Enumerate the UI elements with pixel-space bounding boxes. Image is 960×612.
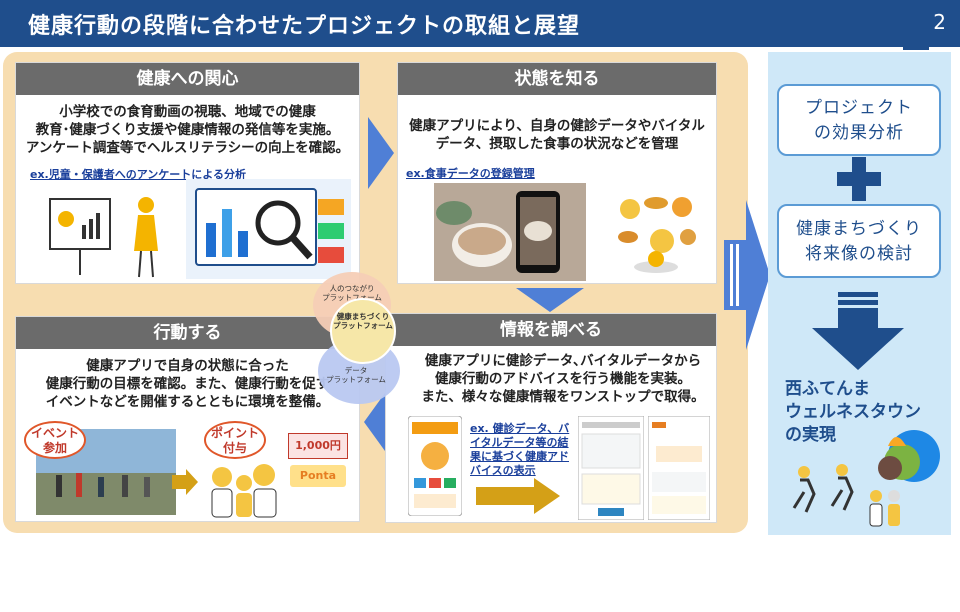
advice-screen-2 [648,416,710,520]
meal-photo [434,183,586,281]
point-card: 1,000円 [288,433,348,459]
example-link[interactable]: ex.食事データの登録管理 [406,167,535,180]
card-title: 健康への関心 [16,63,359,95]
header-accent-bar [903,47,929,50]
flow-arrow-down [516,288,584,312]
flow-arrow-right [368,117,394,189]
people-platform-label: 人のつながり プラットフォーム [322,284,382,302]
food-icons-illustration [618,197,696,273]
ponta-card: Ponta [290,465,346,487]
runners-illustration [792,464,854,513]
card-know-status: 状態を知る 健康アプリにより、自身の健診データやバイタル データ、摂取した食事の… [397,62,717,284]
example-link[interactable]: ex. 健診データ、バ イタルデータ等の結 果に基づく健康アド バイスの表示 [470,422,570,477]
wellness-town-logo [878,430,940,482]
card-research-info: 情報を調べる 健康アプリに健診データ､バイタルデータから 健康行動のアドバイスを… [385,313,717,523]
wellness-town-vision: 西ふてんま ウェルネスタウン の実現 [785,379,921,445]
card-take-action: 行動する 健康アプリで自身の状態に合った 健康行動の目標を確認。また、健康行動を… [15,316,360,522]
app-screenshot [408,416,462,516]
card-description: 健康アプリで自身の状態に合った 健康行動の目標を確認。また、健康行動を促す イベ… [45,358,330,410]
plus-icon-vertical [852,157,866,201]
effect-analysis-box: プロジェクト の効果分析 [777,84,941,156]
example-link[interactable]: ex.児童・保護者へのアンケートによる分析 [30,168,246,181]
slide-title: 健康行動の段階に合わせたプロジェクトの取組と展望 [28,14,581,39]
card-description: 小学校での食育動画の視聴、地域での健康 教育･健康づくり支援や健康情報の発信等を… [25,104,350,156]
big-arrow-right-icon [476,478,560,514]
outcome-arrow-icon [724,200,770,350]
family-illustration [211,464,277,518]
presentation-illustration [49,197,158,278]
data-platform-label: データ プラットフォーム [326,366,386,384]
future-vision-box: 健康まちづくり 将来像の検討 [777,204,941,278]
health-town-platform-label: 健康まちづくり プラットフォーム [333,312,393,330]
health-town-platform-circle [330,298,396,364]
event-photo [36,429,176,515]
analytics-illustration [186,179,351,279]
down-arrow-icon [812,292,904,370]
advice-screen-1 [578,416,644,520]
card-title: 状態を知る [398,63,716,95]
point-award-badge: ポイント 付与 [204,421,266,459]
arrow-right-icon [172,469,198,495]
card-description: 健康アプリに健診データ､バイタルデータから 健康行動のアドバイスを行う機能を実装… [421,353,705,405]
card-title: 情報を調べる [386,314,716,346]
event-participation-badge: イベント 参加 [24,421,86,459]
card-title: 行動する [16,317,359,349]
elderly-couple-illustration [869,490,900,527]
card-description: 健康アプリにより、自身の健診データやバイタル データ、摂取した食事の状況などを管… [409,118,705,152]
slide-header: 健康行動の段階に合わせたプロジェクトの取組と展望 2 [0,0,960,47]
page-number: 2 [933,10,946,34]
card-health-interest: 健康への関心 小学校での食育動画の視聴、地域での健康 教育･健康づくり支援や健康… [15,62,360,284]
